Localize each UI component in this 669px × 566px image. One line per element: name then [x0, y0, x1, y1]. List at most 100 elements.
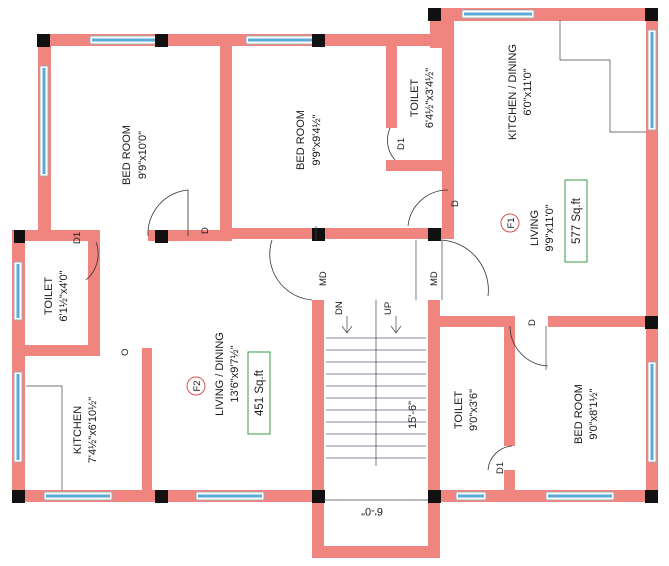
wall-toilet-mid-right [504, 316, 515, 446]
column [428, 8, 441, 21]
kitchen-counter-f2 [26, 385, 63, 490]
wall-toilet-left-bottom [12, 345, 100, 356]
column [155, 490, 168, 503]
room-size: 6'4½"x3'4½" [424, 68, 436, 128]
room-size: 9'9"x11'0" [544, 204, 556, 251]
room-name: TOILET [409, 79, 421, 118]
room-bedroom-2: BED ROOM 9'9"x9'4½" [295, 110, 323, 170]
column [645, 8, 658, 21]
room-living-f1: LIVING 9'9"x11'0" [529, 204, 556, 251]
room-size: 6'1½"x4'0" [58, 270, 70, 321]
wall-kitchen-f2 [142, 348, 152, 498]
area-box [564, 179, 588, 263]
wall-bed-divider [220, 44, 232, 234]
wall-bed1-bottom-b [148, 230, 232, 241]
flat-tag-circle [186, 376, 206, 396]
window-toilet-left [13, 261, 23, 321]
door-label-d1: D1 [72, 232, 83, 244]
columns [12, 8, 658, 503]
window-bed1-top [89, 35, 161, 45]
room-kitchen-f2: KITCHEN 7'4½"x6'10½" [72, 397, 99, 464]
flat-tag: F2 [192, 380, 203, 391]
room-name: KITCHEN [72, 406, 84, 454]
column [428, 490, 441, 503]
door-labels: D D D D1 D1 D1 MD MD O [72, 138, 538, 474]
room-bedroom-1: BED ROOM 9'9"x10'0" [121, 125, 149, 185]
door-label-d1: D1 [396, 138, 407, 150]
column [312, 228, 325, 241]
room-size: 9'0"x8'1½" [588, 388, 600, 439]
column [37, 34, 50, 47]
door-label-o: O [120, 349, 131, 356]
stair-up-label: UP [383, 302, 394, 315]
room-name: BED ROOM [573, 384, 585, 444]
door-label-md: MD [318, 271, 329, 286]
room-size: 6'0"x11'0" [522, 68, 534, 115]
windows [13, 9, 657, 501]
room-name: KITCHEN / DINING [507, 44, 519, 140]
door-swing-toilet-left [85, 241, 99, 281]
room-name: TOILET [43, 277, 55, 316]
room-name: BED ROOM [121, 125, 133, 185]
wall-bed1-bottom-a [38, 230, 98, 241]
room-name: LIVING / DINING [214, 332, 226, 416]
wall-toilet-mid-right-b [504, 470, 515, 500]
room-kitchen-dining-f1: KITCHEN / DINING 6'0"x11'0" [507, 44, 534, 140]
kitchen-counter-f1 [559, 20, 646, 133]
door-label-d: D [450, 200, 461, 207]
wall-f1-divider [440, 316, 508, 327]
wall-toilet-top-bottom [386, 160, 442, 171]
door-label-md: MD [429, 271, 440, 286]
area-box [247, 351, 271, 435]
wall-f1-divider-b [548, 316, 658, 327]
wall-kitchen-left-2 [442, 20, 454, 230]
column [12, 490, 25, 503]
room-toilet-mid: TOILET 9'0"x3'6" [453, 389, 480, 431]
column [14, 230, 25, 243]
wall-bed2-bottom [220, 228, 454, 239]
room-name: TOILET [453, 391, 465, 430]
window-bottom-left [43, 491, 113, 501]
window-kitchen-left [13, 371, 23, 463]
door-label-d: D [200, 227, 211, 234]
column [312, 490, 325, 503]
window-bottom-toilet [455, 491, 487, 501]
wall-toilet-top-left [386, 44, 397, 128]
wall-stair-right [428, 300, 440, 558]
walls [12, 8, 658, 558]
door-swing-toilet-mid [487, 445, 513, 471]
room-size: 9'9"x9'4½" [311, 114, 323, 165]
wall-stair-left [312, 300, 324, 558]
stair-dimension-vertical: 15'-6" [407, 401, 419, 429]
room-name: BED ROOM [295, 110, 307, 170]
window-bed1-left [39, 65, 49, 177]
room-size: 9'9"x10'0" [137, 131, 149, 179]
stair-dimension-width: 6'-0" [361, 505, 383, 517]
room-toilet-top: TOILET 6'4½"x3'4½" [409, 68, 436, 128]
flat-tag-circle [500, 213, 520, 233]
column [155, 34, 168, 47]
column [645, 490, 658, 503]
window-bottom-bed3 [545, 491, 615, 501]
column [645, 316, 658, 329]
door-swing-md-right [439, 239, 489, 297]
room-size: 7'4½"x6'10½" [87, 397, 99, 464]
area-value: 577 Sq.ft [571, 197, 583, 244]
window-kitchen-top [461, 9, 535, 19]
room-toilet-left: TOILET 6'1½"x4'0" [43, 270, 70, 321]
wall-toilet-left-right [88, 230, 100, 350]
door-label-d: D [527, 319, 538, 326]
flat-f2: F2 451 Sq.ft [186, 351, 271, 435]
wall-stair-bottom [312, 546, 440, 558]
column [312, 34, 325, 47]
window-bottom-mid [195, 491, 265, 501]
door-swing-md-left [269, 239, 313, 301]
column [428, 228, 441, 241]
door-label-d1: D1 [495, 462, 506, 474]
room-living-dining-f2: LIVING / DINING 13'6"x9'7½" [214, 332, 241, 416]
room-bedroom-3: BED ROOM 9'0"x8'1½" [573, 384, 600, 444]
window-bed2-top [245, 35, 315, 45]
door-swing-bed3 [509, 325, 549, 367]
room-size: 9'0"x3'6" [468, 389, 480, 431]
